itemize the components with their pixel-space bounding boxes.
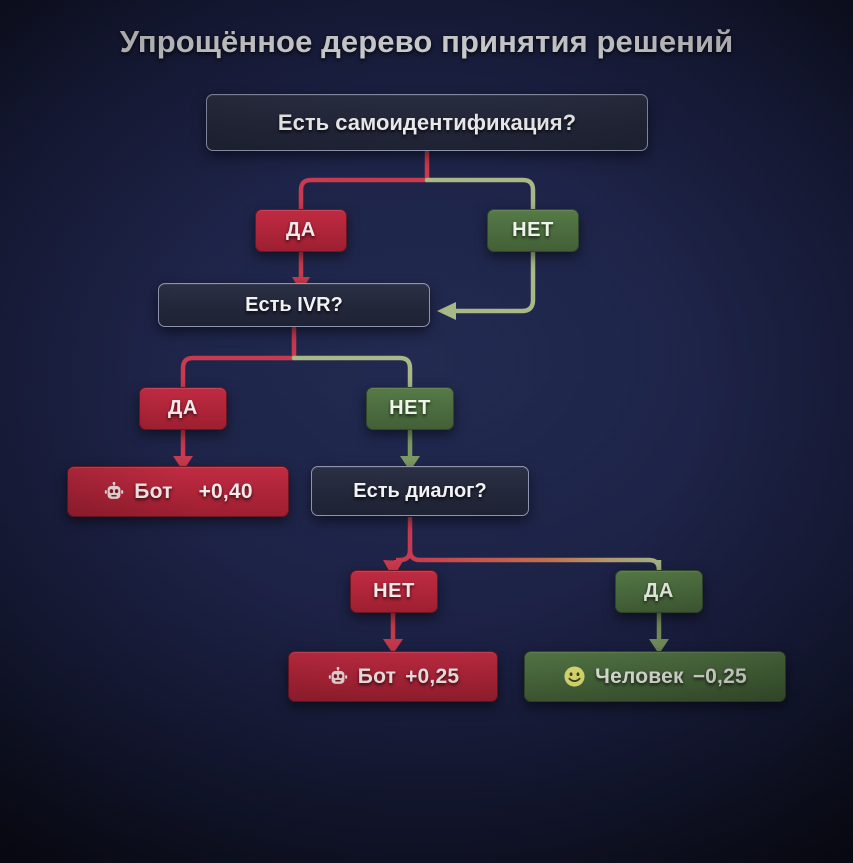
robot-icon <box>103 481 125 503</box>
leaf-human-025[interactable]: Человек −0,25 <box>524 651 786 702</box>
link-dialog-no-elbow <box>396 549 413 563</box>
smiley-icon <box>563 665 586 688</box>
link-root-no <box>424 177 536 212</box>
branch-root-no-label: НЕТ <box>512 219 554 241</box>
leaf-human-025-score: −0,25 <box>692 664 747 688</box>
link-ivr-yes <box>180 355 297 390</box>
page-title: Упрощённое дерево принятия решений <box>119 24 734 59</box>
branch-root-yes-label: ДА <box>286 219 316 241</box>
branch-root-yes[interactable]: ДА <box>255 209 347 252</box>
leaf-bot-025-label: Бот <box>357 664 397 688</box>
branch-ivr-yes-label: ДА <box>168 397 198 419</box>
leaf-human-025-label: Человек <box>595 664 684 688</box>
branch-ivr-yes[interactable]: ДА <box>139 387 227 430</box>
leaf-bot-040-score: +0,40 <box>198 479 253 503</box>
branch-dialog-yes-label: ДА <box>644 580 674 602</box>
link-root-yes <box>298 177 430 212</box>
arrowhead-no-to-ivr <box>437 302 456 320</box>
node-ivr-question[interactable]: Есть IVR? <box>158 283 430 327</box>
leaf-bot-040[interactable]: Бот +0,40 <box>67 466 289 517</box>
branch-dialog-yes[interactable]: ДА <box>615 570 703 613</box>
link-ivr-no <box>291 355 413 390</box>
branch-dialog-no[interactable]: НЕТ <box>350 570 438 613</box>
branch-dialog-no-label: НЕТ <box>373 580 415 602</box>
branch-ivr-no-label: НЕТ <box>389 397 431 419</box>
branch-root-no[interactable]: НЕТ <box>487 209 579 252</box>
node-dialog-question-label: Есть диалог? <box>353 479 487 502</box>
robot-icon <box>327 666 349 688</box>
leaf-bot-025-score: +0,25 <box>405 664 460 688</box>
node-root-question-label: Есть самоидентификация? <box>277 109 577 135</box>
leaf-bot-040-label: Бот <box>134 479 173 503</box>
node-root-question[interactable]: Есть самоидентификация? <box>206 94 648 151</box>
node-ivr-question-label: Есть IVR? <box>245 293 343 316</box>
link-no-to-ivr <box>450 249 536 314</box>
link-dialog-split <box>407 549 662 571</box>
node-dialog-question[interactable]: Есть диалог? <box>311 466 529 516</box>
branch-ivr-no[interactable]: НЕТ <box>366 387 454 430</box>
leaf-bot-025[interactable]: Бот +0,25 <box>288 651 498 702</box>
